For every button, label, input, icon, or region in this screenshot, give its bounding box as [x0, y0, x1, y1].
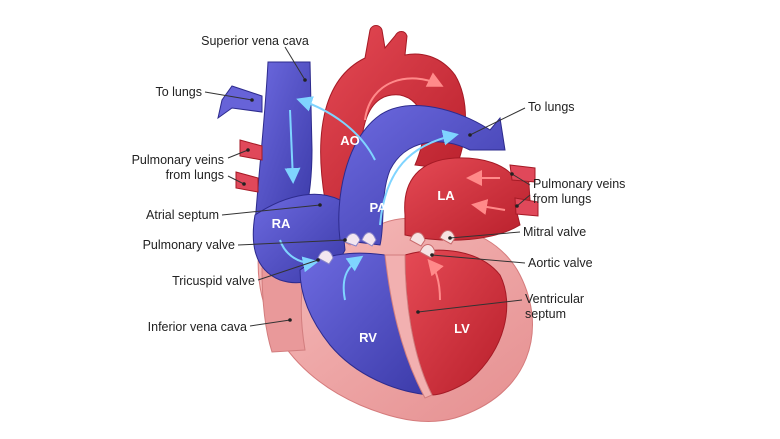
leader-dot [242, 182, 246, 186]
flow-arrow-la-2 [471, 199, 506, 215]
label-ventricular-septum-line2: septum [525, 307, 566, 321]
left-pulmonary-artery-branch [217, 85, 263, 120]
chamber-label-lv: LV [454, 321, 470, 336]
pulmonary-valve-shape [344, 232, 377, 247]
leader-pulmonary-veins-right-b [516, 194, 531, 207]
chamber-label-ao: AO [340, 133, 360, 148]
leader-dot [316, 258, 320, 262]
leader-dot [318, 203, 322, 207]
label-pulmonary-valve: Pulmonary valve [143, 238, 235, 252]
leader-dot [246, 148, 250, 152]
chamber-label-pa: PA [369, 200, 387, 215]
leader-to-lungs-left [204, 91, 253, 101]
leader-dot [510, 172, 514, 176]
leader-dot [515, 204, 519, 208]
chamber-label-ra: RA [272, 216, 291, 231]
label-mitral-valve: Mitral valve [523, 225, 586, 239]
label-to-lungs-right: To lungs [528, 100, 575, 114]
label-inferior-vena-cava: Inferior vena cava [148, 320, 247, 334]
leader-dot [303, 78, 307, 82]
leader-dot [416, 310, 420, 314]
leader-dot [250, 98, 254, 102]
flow-arrow-pa-left [296, 96, 376, 161]
flow-arrow-aorta [364, 72, 444, 121]
pulmonary-artery [338, 105, 506, 246]
leader-mitral-valve [449, 231, 521, 239]
label-pulmonary-veins-left-line2: from lungs [166, 168, 224, 182]
label-ventricular-septum-line1: Ventricular [525, 292, 584, 306]
leader-pulmonary-veins-left-b [227, 175, 245, 185]
tricuspid-valve-shape [317, 250, 334, 265]
label-to-lungs-left: To lungs [155, 85, 202, 99]
label-tricuspid-valve: Tricuspid valve [172, 274, 255, 288]
chamber-label-rv: RV [359, 330, 377, 345]
leader-aortic-valve [431, 254, 526, 264]
flow-arrow-rv [342, 255, 364, 301]
leader-pulmonary-veins-left-a [227, 149, 249, 159]
chamber-label-la: LA [437, 188, 455, 203]
leader-pulmonary-valve [237, 239, 346, 246]
label-pulmonary-veins-right-line1: Pulmonary veins [533, 177, 625, 191]
label-atrial-septum: Atrial septum [146, 208, 219, 222]
left-pulmonary-veins [235, 139, 263, 193]
leader-dot [430, 253, 434, 257]
leader-ventricular-septum [417, 299, 523, 313]
leader-to-lungs-right [469, 107, 526, 136]
ventricular-septum [384, 254, 433, 399]
label-pulmonary-veins-left-line1: Pulmonary veins [132, 153, 224, 167]
leader-tricuspid-valve [257, 259, 319, 281]
label-superior-vena-cava: Superior vena cava [201, 34, 309, 48]
leader-dot [448, 236, 452, 240]
leader-atrial-septum [221, 204, 321, 216]
leader-dot [343, 238, 347, 242]
leader-superior-vena-cava [284, 46, 306, 81]
flow-arrow-svc [284, 109, 301, 184]
leader-dot [468, 133, 472, 137]
leader-pulmonary-veins-right-a [511, 173, 531, 186]
label-aortic-valve: Aortic valve [528, 256, 593, 270]
flow-arrow-pa [379, 129, 459, 226]
leader-dot [288, 318, 292, 322]
leader-inferior-vena-cava [249, 319, 291, 327]
flow-arrow-lv [427, 258, 444, 301]
label-pulmonary-veins-right-line2: from lungs [533, 192, 591, 206]
